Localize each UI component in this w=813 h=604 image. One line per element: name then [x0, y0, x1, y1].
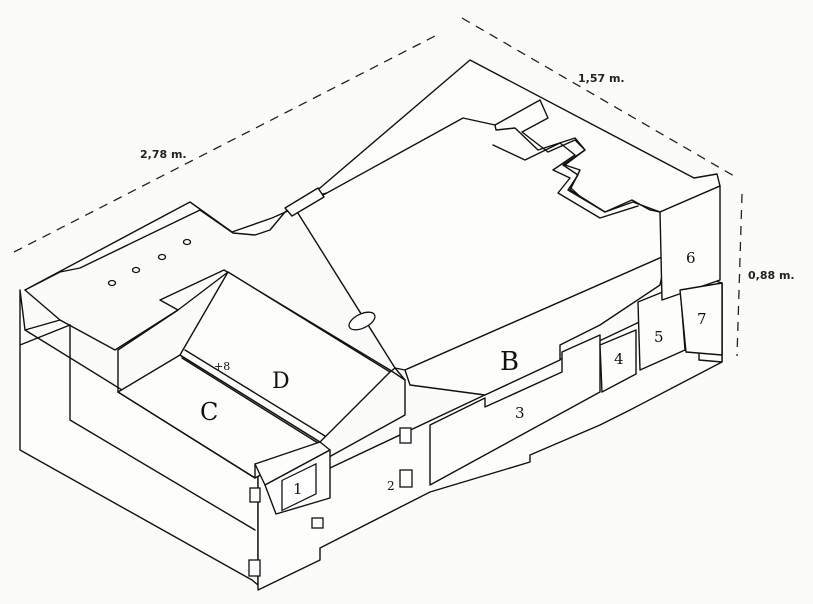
room-b-label: B	[500, 347, 519, 377]
window-1	[281, 462, 317, 512]
label-num-7: 7	[697, 310, 707, 328]
label-num-5: 5	[654, 328, 664, 346]
dot-hole	[107, 279, 117, 287]
label-num-8: +8	[214, 360, 230, 373]
width-dimension-label: 1,57 m.	[578, 72, 625, 85]
end-block-6	[659, 185, 721, 301]
length-dimension-label: 2,78 m.	[140, 148, 187, 161]
label-num-3: 3	[515, 404, 525, 422]
left-edge-notch-top	[249, 487, 261, 503]
width-dimension-line	[461, 17, 735, 177]
opening-2	[399, 469, 413, 488]
label-num-6: 6	[686, 249, 696, 267]
label-num-2: 2	[387, 479, 395, 493]
room-c-label: C	[200, 398, 218, 426]
small-slot	[284, 187, 325, 217]
left-edge-notch-bottom	[248, 559, 261, 577]
height-dimension-line	[736, 193, 743, 357]
compartment-4	[599, 329, 637, 393]
oval-opening	[348, 311, 376, 331]
dot-hole	[182, 238, 192, 246]
room-d-label: D	[272, 369, 290, 394]
end-block-7	[679, 282, 723, 356]
opening-front-block	[311, 517, 324, 529]
dot-hole	[157, 253, 167, 261]
height-dimension-label: 0,88 m.	[748, 269, 795, 282]
label-num-4: 4	[614, 350, 624, 368]
left-block-edge	[69, 324, 256, 531]
label-num-1: 1	[293, 480, 303, 498]
dot-hole	[131, 266, 141, 274]
opening-upper	[399, 427, 412, 444]
platform-notch	[494, 99, 661, 213]
recess-3	[429, 334, 601, 486]
